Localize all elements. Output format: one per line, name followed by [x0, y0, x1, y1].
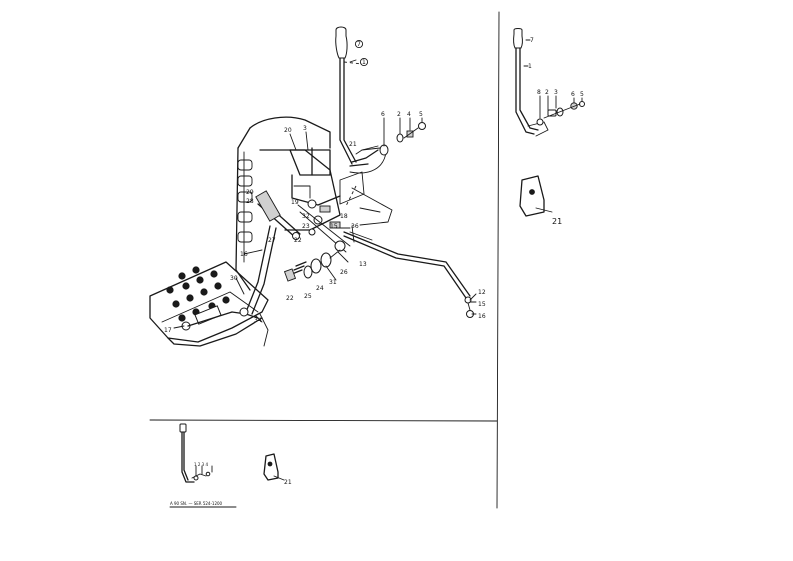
bottom-callout-21: 21: [284, 479, 292, 486]
callout-25: 25: [304, 293, 312, 300]
callout-5: 5: [419, 111, 423, 118]
callout-28: 28: [246, 198, 254, 205]
right-panel: 7 1 8 2 3 6 5 21: [513, 28, 585, 226]
callout-24: 24: [316, 285, 324, 292]
leader-dashes: [343, 61, 363, 207]
right-callout-6: 6: [571, 91, 575, 98]
frame-lines: [149, 11, 500, 509]
horizontal-divider: [149, 419, 498, 422]
callout-30: 30: [230, 275, 238, 282]
callout-2: 2: [397, 111, 401, 118]
callout-17: 17: [164, 327, 172, 334]
bottom-panel: 1 2 3 4 21 A 90 SN. — SER 524-1200: [169, 423, 292, 508]
lever-knob: [335, 26, 348, 59]
callout-22b: 22: [286, 295, 294, 302]
callout-34: 34: [254, 317, 262, 324]
callout-1: 1: [362, 59, 366, 66]
callout-20: 20: [284, 127, 292, 134]
bottom-callout-labels: 1 2 3 4 21 A 90 SN. — SER 524-1200: [169, 462, 292, 508]
callout-27: 27: [268, 237, 276, 244]
callout-16b: 16: [478, 313, 486, 320]
callout-18: 18: [340, 213, 348, 220]
callout-16a: 16: [240, 251, 248, 258]
callout-13: 13: [359, 261, 367, 268]
lower-spring-parts: [283, 225, 355, 282]
callout-19: 19: [291, 199, 299, 206]
bottom-lever: [179, 423, 213, 483]
callout-15b: 15: [478, 301, 486, 308]
hand-lever: [335, 26, 387, 174]
right-callout-2: 2: [545, 89, 549, 96]
right-callout-labels: 7 1 8 2 3 6 5 21: [528, 37, 584, 226]
callout-4: 4: [407, 111, 411, 118]
lever-small-parts: [361, 122, 426, 156]
callout-36: 36: [351, 223, 359, 230]
bottom-caption: A 90 SN. — SER 524-1200: [170, 501, 223, 506]
right-callout-3: 3: [554, 89, 558, 96]
main-callout-labels: 7 1 6 2 4 5 20 3 29 28 19 32 18 27 22 23…: [164, 39, 486, 334]
bottom-bracket: [263, 453, 285, 481]
callout-15: 15: [330, 223, 338, 230]
callout-26: 26: [340, 269, 348, 276]
right-callout-1: 1: [528, 63, 532, 70]
callout-29: 29: [246, 189, 254, 196]
callout-7: 7: [357, 41, 361, 48]
callout-32: 32: [302, 213, 310, 220]
main-assembly: 7 1 6 2 4 5 20 3 29 28 19 32 18 27 22 23…: [149, 26, 486, 347]
callout-22a: 22: [294, 237, 302, 244]
callout-3: 3: [303, 125, 307, 132]
vertical-divider: [496, 11, 500, 509]
alt-bracket: [519, 175, 553, 217]
pedal-linkage: [181, 190, 301, 331]
callout-23: 23: [302, 223, 310, 230]
callout-21: 21: [349, 141, 357, 148]
right-callout-8: 8: [537, 89, 541, 96]
callout-12: 12: [478, 289, 486, 296]
long-rod: [343, 231, 474, 318]
right-callout-5: 5: [580, 91, 584, 98]
leader-lines: [173, 59, 477, 329]
alt-lever: [513, 28, 585, 137]
callout-31: 31: [329, 279, 337, 286]
callout-6: 6: [381, 111, 385, 118]
right-callout-21: 21: [552, 217, 562, 226]
right-leaders: [523, 39, 583, 119]
bottom-callout-group: 1 2 3 4: [194, 462, 208, 467]
right-callout-7: 7: [530, 37, 534, 44]
